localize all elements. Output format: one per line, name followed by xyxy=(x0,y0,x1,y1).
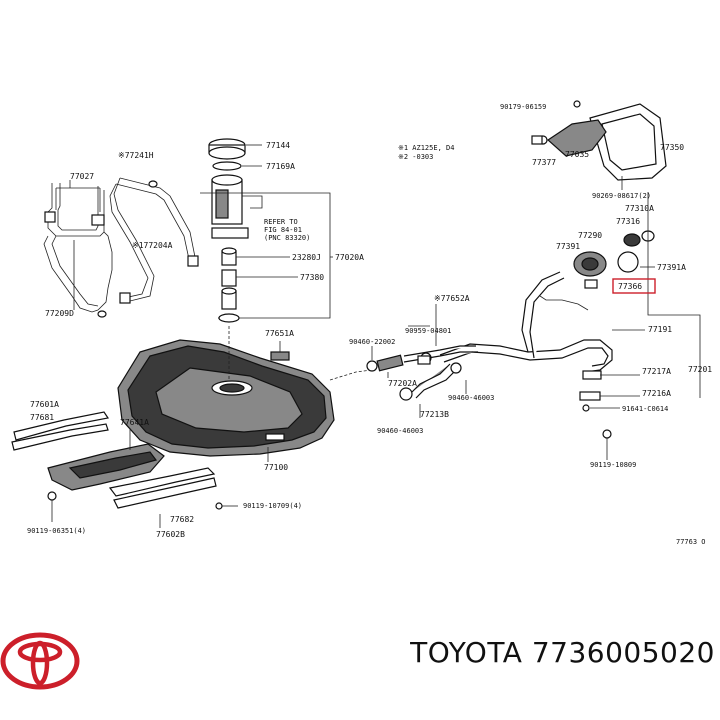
part-label-90269-08617: 90269-08617(2) xyxy=(592,192,651,200)
part-label-90460-46003-a: 90460-46003 xyxy=(377,427,423,435)
part-label-77641a: 77641A xyxy=(120,418,149,427)
note-line-2: ※2 -0303 xyxy=(398,153,433,161)
part-label-77169a: 77169A xyxy=(266,162,295,171)
part-label-90119-06351: 90119-06351(4) xyxy=(27,527,86,535)
part-label-77652a: ※77652A xyxy=(434,294,470,303)
part-label-77380: 77380 xyxy=(300,273,324,282)
part-label-77377: 77377 xyxy=(532,158,556,167)
part-label-77202a: 77202A xyxy=(388,379,417,388)
part-labels: 77144 ※77241H 77169A 77027 ※177204A 7720… xyxy=(27,103,712,546)
part-label-77201: 77201 xyxy=(688,365,712,374)
part-label-77682: 77682 xyxy=(170,515,194,524)
brand-name: TOYOTA xyxy=(410,636,523,669)
diagram-code: 77763 O xyxy=(676,538,706,546)
part-label-77191: 77191 xyxy=(648,325,672,334)
part-label-77027: 77027 xyxy=(70,172,94,181)
part-label-77035: 77035 xyxy=(565,150,589,159)
part-label-77391: 77391 xyxy=(556,242,580,251)
part-label-90179-06159: 90179-06159 xyxy=(500,103,546,111)
part-label-77241h: ※77241H xyxy=(118,151,154,160)
part-label-77216a: 77216A xyxy=(642,389,671,398)
part-number: 7736005020 xyxy=(531,636,715,669)
highlight-box-77366 xyxy=(612,278,656,294)
fuel-tube-assembly xyxy=(43,177,199,318)
part-label-77100: 77100 xyxy=(264,463,288,472)
part-label-77651a: 77651A xyxy=(265,329,294,338)
part-label-77213b: 77213B xyxy=(420,410,449,419)
refer-text-line1: REFER TO xyxy=(264,218,298,226)
part-label-77681: 77681 xyxy=(30,413,54,422)
fuel-pump-assembly xyxy=(200,138,333,323)
part-label-77020a: 77020A xyxy=(335,253,364,262)
note-line-1: ※1 AZ125E, D4 xyxy=(398,144,454,152)
fuel-filler-pipe xyxy=(439,100,701,460)
product-caption: TOYOTA 7736005020 xyxy=(335,636,715,680)
part-label-23280j: 23280J xyxy=(292,253,321,262)
part-label-77366: 77366 xyxy=(618,282,642,291)
part-label-91641-c0614: 91641-C0614 xyxy=(622,405,668,413)
fuel-tank xyxy=(117,326,335,462)
refer-text-line3: (PNC 83320) xyxy=(264,234,310,242)
part-label-90119-10809: 90119-10809 xyxy=(590,461,636,469)
part-label-90460-46003-b: 90460-46003 xyxy=(448,394,494,402)
breather-hose-parts xyxy=(329,304,478,418)
part-label-77217a: 77217A xyxy=(642,367,671,376)
part-label-77602b: 77602B xyxy=(156,530,185,539)
part-label-77316: 77316 xyxy=(616,217,640,226)
part-label-77290: 77290 xyxy=(578,231,602,240)
part-label-90460-22002: 90460-22002 xyxy=(349,338,395,346)
part-label-90119-10709: 90119-10709(4) xyxy=(243,502,302,510)
heat-insulator-parts xyxy=(11,411,238,528)
part-label-90959-04801: 90959-04801 xyxy=(405,327,451,335)
part-label-77209d: 77209D xyxy=(45,309,74,318)
part-label-77144: 77144 xyxy=(266,141,290,150)
part-label-77391a: 77391A xyxy=(657,263,686,272)
part-label-177204a: ※177204A xyxy=(132,241,173,250)
part-label-77350: 77350 xyxy=(660,143,684,152)
refer-text-line2: FIG 84-01 xyxy=(264,226,302,234)
part-label-77601a: 77601A xyxy=(30,400,59,409)
toyota-logo xyxy=(0,632,80,690)
part-label-77310a: 77310A xyxy=(625,204,654,213)
